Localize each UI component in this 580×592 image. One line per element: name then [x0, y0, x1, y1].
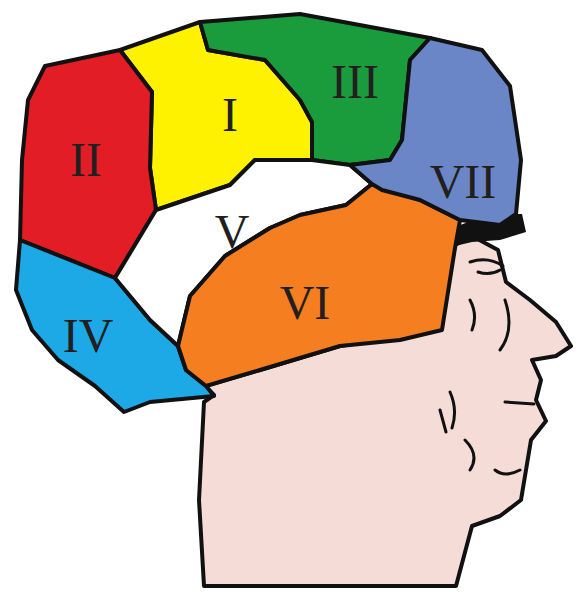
roman-numeral: III: [331, 58, 379, 106]
face-wrinkles: [440, 300, 534, 474]
eye-line: [470, 260, 503, 274]
head-region: VII: [346, 34, 525, 229]
region-outline: [200, 14, 430, 165]
region-outline: [350, 38, 521, 225]
roman-numeral: VI: [280, 279, 331, 327]
roman-numeral: IV: [63, 312, 114, 360]
roman-numeral: II: [70, 136, 102, 184]
roman-numeral: I: [222, 91, 238, 139]
region-outline: [178, 184, 460, 386]
roman-numeral: VII: [430, 158, 497, 206]
head-region: VI: [174, 180, 464, 390]
